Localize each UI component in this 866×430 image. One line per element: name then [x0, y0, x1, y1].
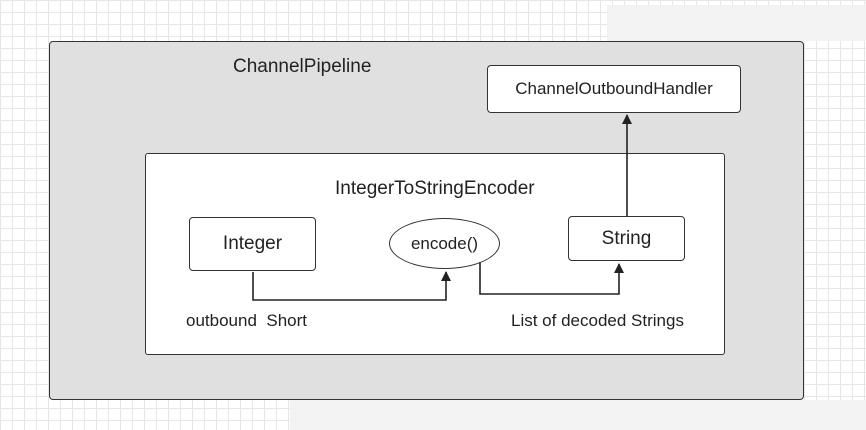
encode-process-label: encode() [410, 233, 479, 253]
encode-process-node: encode() [389, 218, 500, 269]
channel-outbound-handler-label: ChannelOutboundHandler [515, 79, 713, 98]
integer-node: Integer [189, 217, 316, 271]
encoder-title: IntegerToStringEncoder [335, 178, 535, 199]
canvas-patch-bottom [290, 400, 866, 430]
string-node: String [568, 216, 685, 261]
string-node-label: String [601, 227, 652, 249]
input-caption: outbound Short [186, 311, 307, 330]
output-caption: List of decoded Strings [511, 311, 684, 330]
encode-to-string-connector [479, 262, 624, 295]
channel-outbound-handler-node: ChannelOutboundHandler [487, 65, 741, 113]
pipeline-title: ChannelPipeline [233, 56, 372, 77]
integer-to-encode-connector [252, 271, 451, 301]
canvas-patch-top-right [607, 5, 866, 41]
integer-node-label: Integer [222, 233, 283, 254]
